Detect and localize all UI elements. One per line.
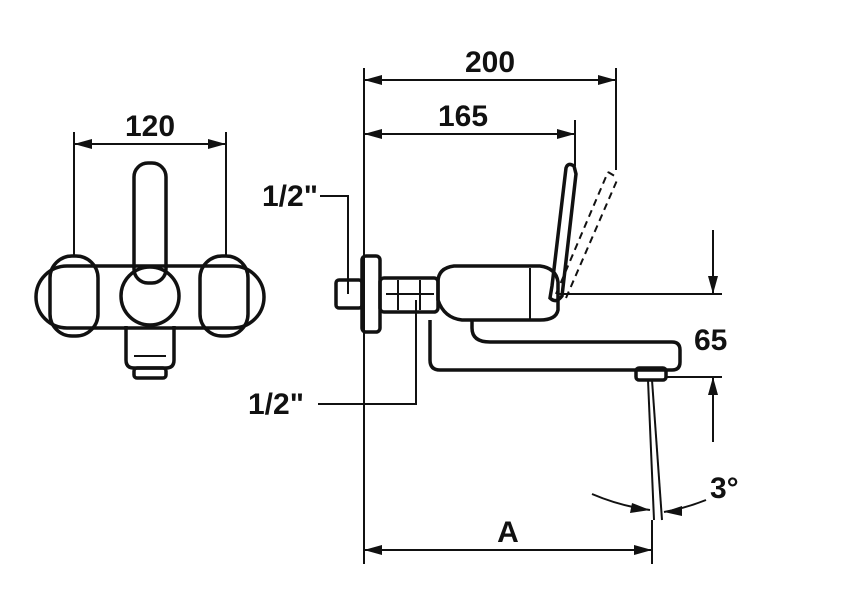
front-aerator [132, 366, 168, 380]
dim-total-length: 200 [465, 46, 515, 79]
front-spout-neck [124, 326, 176, 370]
side-aerator [634, 366, 668, 382]
dim-handle-length: 165 [438, 100, 488, 133]
label-inlet-thread-top: 1/2" [262, 180, 318, 213]
dim-spout-angle: 3° [710, 472, 739, 505]
label-inlet-thread-bottom: 1/2" [248, 388, 304, 421]
front-view: 120 [34, 110, 266, 380]
dim-spout-height: 65 [694, 324, 727, 357]
side-body [436, 264, 560, 322]
front-cartridge [119, 265, 181, 327]
dim-body-width: 120 [125, 110, 175, 143]
rotated-handle-outline [555, 171, 609, 295]
front-right-cap [198, 254, 250, 338]
side-handle-lever [548, 162, 578, 303]
front-handle-lever [132, 161, 168, 285]
side-view: 200 165 65 3° A 1/2" 1/2" [248, 46, 739, 564]
front-body-bar [34, 264, 266, 330]
dim-projection: A [497, 516, 519, 549]
side-spout [428, 320, 682, 372]
